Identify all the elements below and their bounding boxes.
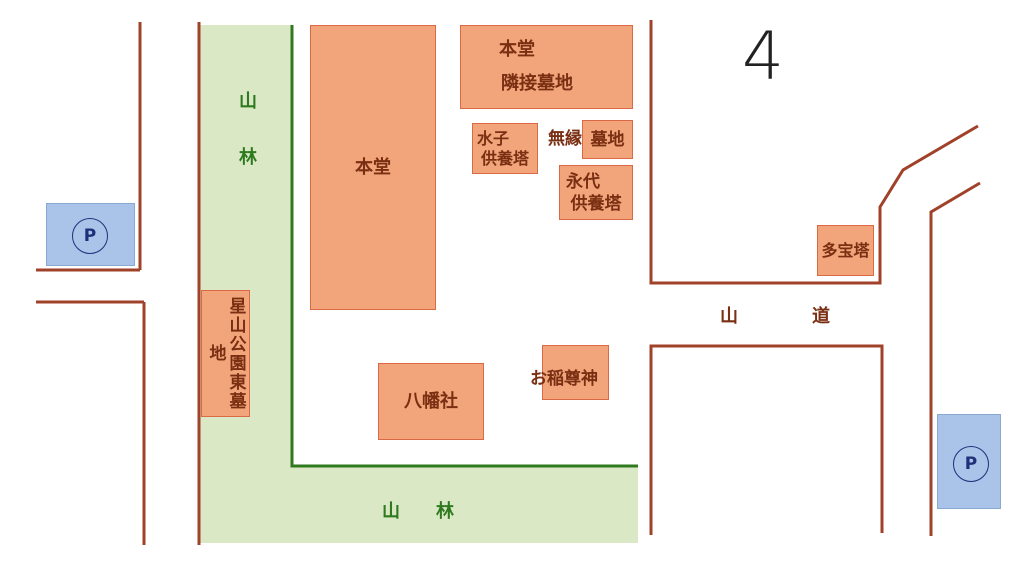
hachimansha-shrine: 八幡社 — [378, 363, 484, 440]
road-right-branch — [929, 181, 981, 536]
eidai-memorial: 永代 供養塔 — [559, 165, 633, 220]
oinari-shrine — [542, 345, 609, 400]
tahoto-label: 多宝塔 — [821, 240, 870, 260]
parking-right-icon: P — [953, 446, 989, 482]
hachimansha-label: 八幡社 — [404, 390, 458, 412]
hondo-adjacent-cemetery: 本堂 隣接墓地 — [460, 25, 633, 109]
muen-label-box: 墓地 — [590, 129, 625, 150]
mizuko-memorial: 水子 供養塔 — [472, 123, 538, 174]
hondo-building: 本堂 — [310, 25, 436, 310]
forest-boundary-line — [290, 25, 638, 468]
parking-left: P — [46, 203, 135, 266]
road-mountain-north — [649, 20, 979, 285]
eidai-label-1: 永代 — [566, 171, 600, 192]
sheet-number: 4 — [742, 18, 784, 95]
forest-label-top-2: 林 — [239, 147, 257, 168]
parking-right: P — [937, 414, 1001, 509]
forest-label-bottom: 山 林 — [382, 501, 454, 522]
muen-cemetery: 墓地 — [582, 120, 633, 159]
muen-label-prefix: 無縁 — [548, 129, 582, 149]
mizuko-label-1: 水子 — [477, 128, 510, 148]
hoshiyama-east-cemetery: 星山公園東墓地 — [201, 290, 250, 417]
oinari-label: お稲尊神 — [530, 369, 598, 389]
hondo-label: 本堂 — [355, 156, 391, 178]
forest-area — [200, 25, 638, 543]
eidai-label-2: 供養塔 — [570, 193, 622, 214]
hondo-adjacent-label-1: 本堂 — [499, 39, 535, 60]
hoshiyama-label: 星山公園東墓地 — [205, 296, 246, 411]
mizuko-label-2: 供養塔 — [480, 148, 529, 168]
forest-label-top-1: 山 — [239, 91, 257, 112]
hondo-adjacent-label-2: 隣接墓地 — [501, 73, 573, 94]
tahoto-pagoda: 多宝塔 — [817, 225, 874, 276]
road-mountain-south — [649, 344, 884, 535]
mountain-road-label: 山 道 — [720, 306, 858, 327]
parking-left-icon: P — [72, 218, 108, 254]
